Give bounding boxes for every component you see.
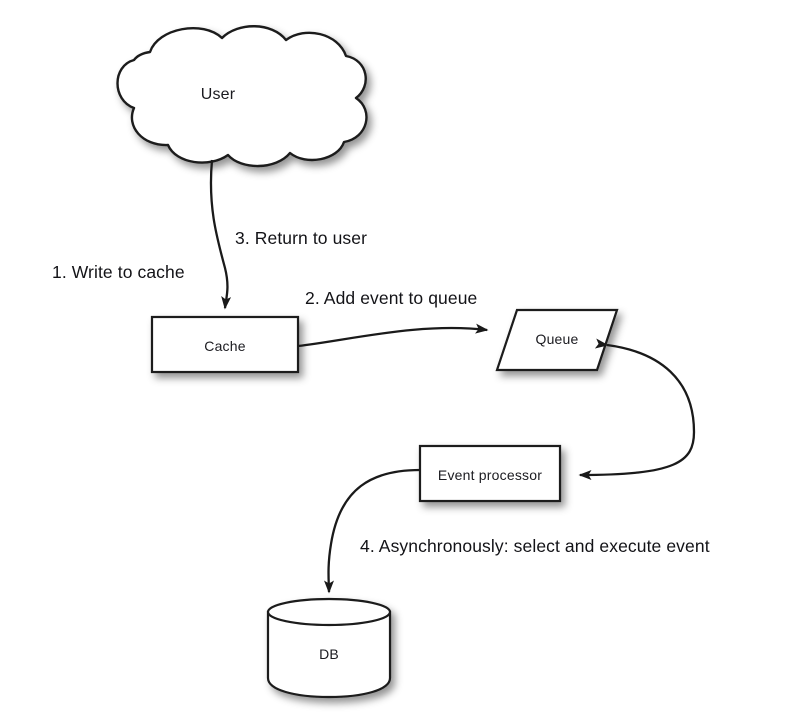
edge-cache-to-queue bbox=[297, 323, 489, 348]
edge-user-to-cache bbox=[209, 159, 232, 310]
node-label-db: DB bbox=[319, 646, 339, 662]
node-db-cylinder[interactable] bbox=[266, 597, 392, 699]
step-label-4-asynchronously-execute: 4. Asynchronously: select and execute ev… bbox=[360, 536, 710, 556]
node-event-processor-rect[interactable] bbox=[418, 444, 562, 503]
node-label-user: User bbox=[200, 86, 236, 103]
step-label-2-add-event-to-queue: 2. Add event to queue bbox=[305, 288, 478, 308]
node-user-cloud[interactable] bbox=[116, 25, 368, 168]
node-label-event-processor: Event processor bbox=[437, 467, 543, 483]
edge-queue-to-event-processor bbox=[578, 338, 696, 480]
node-label-cache: Cache bbox=[204, 338, 246, 354]
step-label-1-write-to-cache: 1. Write to cache bbox=[52, 262, 185, 282]
step-label-3-return-to-user: 3. Return to user bbox=[235, 228, 368, 248]
node-label-queue: Queue bbox=[535, 331, 579, 347]
edge-event-processor-to-db bbox=[323, 468, 421, 594]
node-cache-rect[interactable] bbox=[150, 315, 300, 374]
